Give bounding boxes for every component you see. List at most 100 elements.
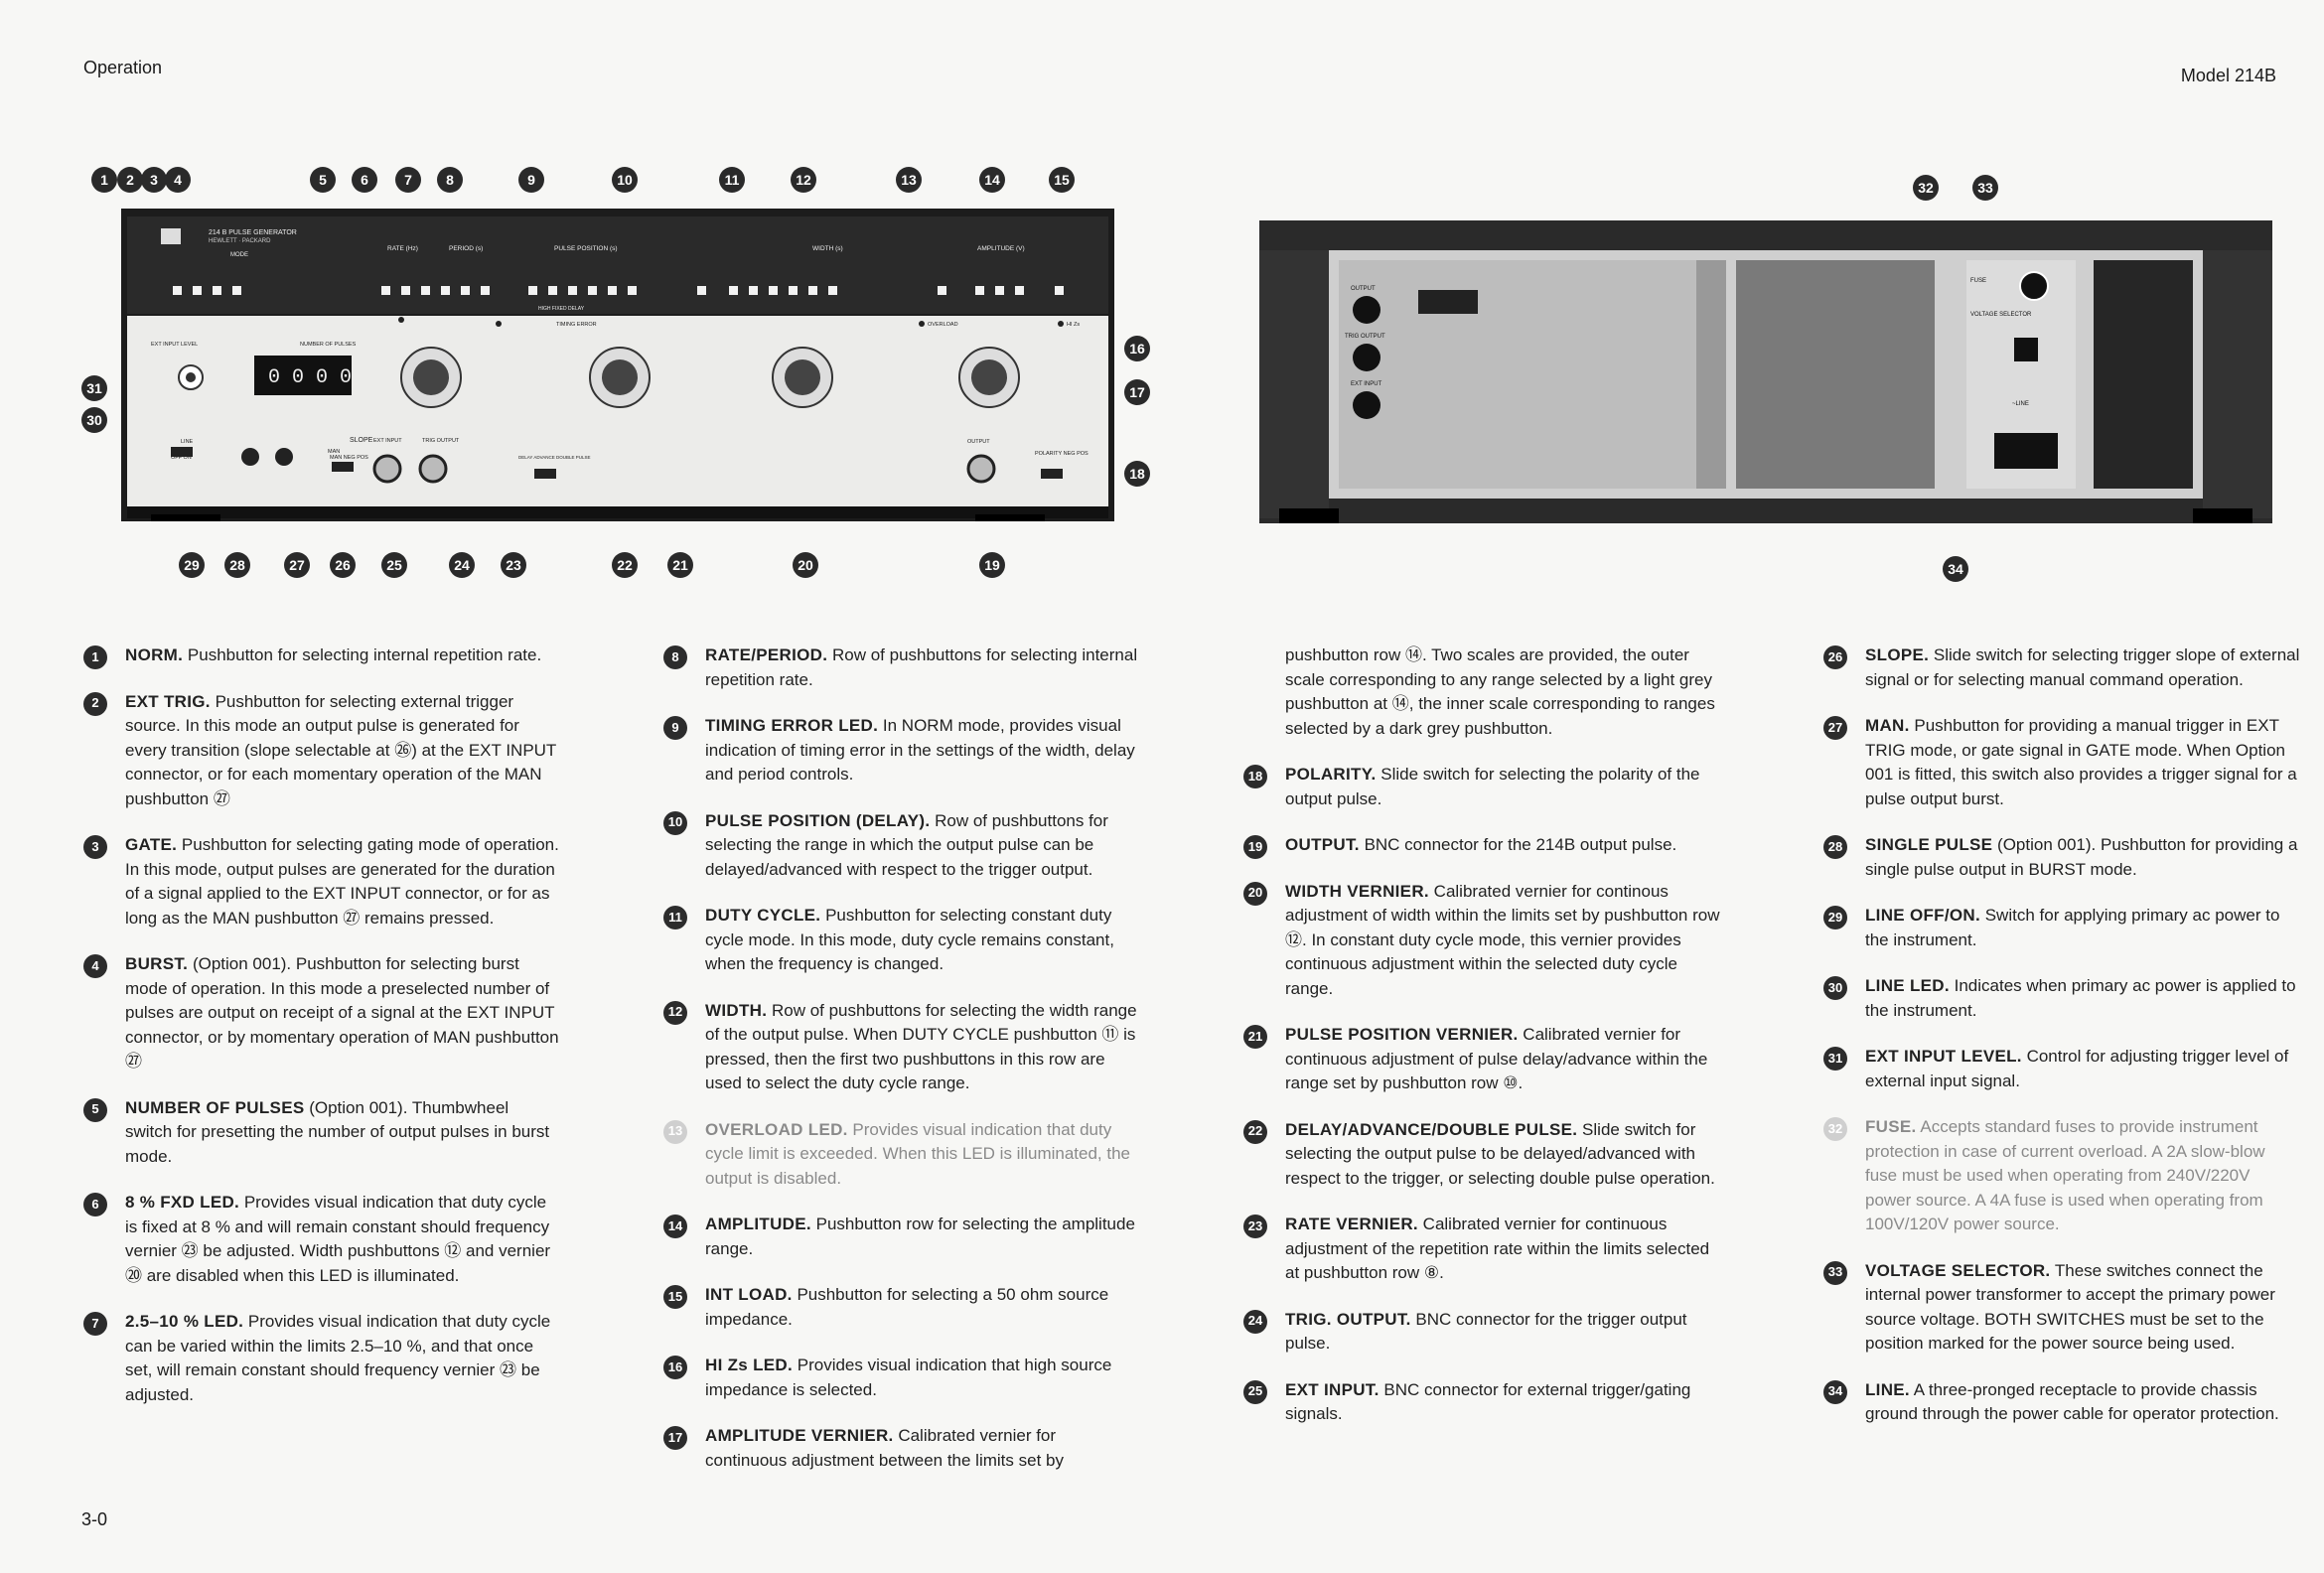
- callout-27: 27: [284, 552, 310, 578]
- description-column-2: 8 RATE/PERIOD. Row of pushbuttons for sel…: [663, 644, 1140, 1495]
- entry-title: AMPLITUDE.: [705, 1215, 811, 1233]
- entry-number: 4: [83, 954, 107, 978]
- entry-number: 18: [1243, 765, 1267, 788]
- callout-19: 19: [979, 552, 1005, 578]
- callout-32: 32: [1913, 175, 1939, 201]
- entry-text: Accepts standard fuses to provide instru…: [1865, 1117, 2265, 1233]
- callout-6: 6: [352, 167, 377, 193]
- entry-number: 34: [1823, 1379, 1847, 1404]
- running-header-left: Operation: [83, 58, 163, 77]
- entry-title: LINE LED.: [1865, 976, 1950, 995]
- callout-7: 7: [395, 167, 421, 193]
- thumbwheel-digits: 0 0 0 0: [268, 366, 352, 389]
- entry-title: INT LOAD.: [705, 1285, 793, 1304]
- entry-text: Calibrated vernier for continuous adjust…: [1285, 1215, 1710, 1282]
- entry-title: EXT TRIG.: [125, 691, 211, 711]
- entry-title: RATE/PERIOD.: [705, 645, 828, 664]
- entry-text: Control for adjusting trigger level of e…: [1865, 1047, 2289, 1090]
- entry-text: Pushbutton for selecting external trigge…: [125, 691, 557, 808]
- ext-input-level-label: EXT INPUT LEVEL: [151, 342, 198, 348]
- entry-text: Pushbutton row for selecting the amplitu…: [705, 1215, 1135, 1258]
- callout-31: 31: [81, 375, 107, 401]
- polarity-label: POLARITY NEG POS: [1035, 451, 1089, 457]
- entry-title: RATE VERNIER.: [1285, 1215, 1418, 1233]
- entry-number: 6: [83, 1193, 107, 1216]
- entry-number: 29: [1823, 906, 1847, 930]
- pulse-position-label: PULSE POSITION (s): [554, 245, 618, 252]
- callout-17: 17: [1124, 379, 1150, 405]
- description-entry: pushbutton row ⑭. Two scales are provide…: [1243, 644, 1720, 741]
- entry-number: 20: [1243, 881, 1267, 906]
- entry-number: 7: [83, 1312, 107, 1336]
- entry-number: 12: [663, 1000, 687, 1025]
- entry-title: VOLTAGE SELECTOR.: [1865, 1260, 2051, 1280]
- entry-title: DUTY CYCLE.: [705, 906, 821, 925]
- entry-title: POLARITY.: [1285, 765, 1377, 784]
- entry-number: 25: [1243, 1379, 1267, 1404]
- entry-number: 31: [1823, 1047, 1847, 1071]
- entry-title: LINE OFF/ON.: [1865, 906, 1980, 925]
- slope-sub-label: MAN NEG POS: [330, 455, 368, 461]
- entry-number: 30: [1823, 976, 1847, 1000]
- hi-zs-label: HI Zs: [1067, 322, 1080, 328]
- entry-text: Calibrated vernier for continuous adjust…: [1285, 1025, 1708, 1092]
- entry-number: 24: [1243, 1309, 1267, 1334]
- entry-title: SINGLE PULSE: [1865, 835, 1993, 854]
- callout-29: 29: [179, 552, 205, 578]
- entry-title: PULSE POSITION VERNIER.: [1285, 1025, 1519, 1044]
- callout-20: 20: [793, 552, 818, 578]
- description-entry: 18 POLARITY. Slide switch for selecting t…: [1243, 763, 1720, 811]
- entry-text: Provides visual indication that duty cyc…: [705, 1119, 1131, 1188]
- entry-text: In NORM mode, provides visual indication…: [705, 716, 1135, 784]
- entry-number: 33: [1823, 1260, 1847, 1285]
- entry-text: Calibrated vernier for continous adjustm…: [1285, 881, 1720, 998]
- rate-label: RATE (Hz): [387, 245, 418, 252]
- entry-title: BURST.: [125, 954, 189, 973]
- entry-title: NORM.: [125, 645, 184, 664]
- rear-output-label: OUTPUT: [1351, 286, 1376, 292]
- entry-number: 27: [1823, 716, 1847, 740]
- entry-text: Row of pushbuttons for selecting the wid…: [705, 1000, 1137, 1093]
- entry-text: Pushbutton for selecting internal repeti…: [187, 645, 542, 664]
- callout-8: 8: [437, 167, 463, 193]
- entry-text: Pushbutton for providing a manual trigge…: [1865, 716, 2297, 808]
- slope-label: SLOPE: [350, 437, 373, 444]
- overload-label: OVERLOAD: [928, 322, 958, 328]
- entry-text: Slide switch for selecting the polarity …: [1285, 765, 1700, 808]
- entry-text: Switch for applying primary ac power to …: [1865, 906, 2280, 949]
- callout-14: 14: [979, 167, 1005, 193]
- entry-title: NUMBER OF PULSES: [125, 1097, 305, 1117]
- rear-ext-input-label: EXT INPUT: [1351, 381, 1382, 387]
- callout-28: 28: [224, 552, 250, 578]
- entry-number: 28: [1823, 835, 1847, 859]
- entry-text: Slide switch for selecting the output pu…: [1285, 1119, 1715, 1188]
- entry-number: 8: [663, 645, 687, 669]
- entry-number: 13: [663, 1119, 687, 1144]
- entry-title: WIDTH VERNIER.: [1285, 881, 1429, 901]
- ext-input-label: EXT INPUT: [373, 438, 402, 444]
- rear-panel-figure: OUTPUT TRIG OUTPUT EXT INPUT FUSE VOLTAG…: [1259, 175, 2272, 582]
- callout-13: 13: [896, 167, 922, 193]
